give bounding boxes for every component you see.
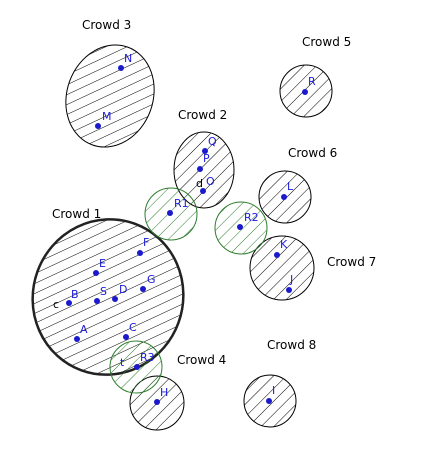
crowd-8-label: Crowd 8 [267, 338, 316, 352]
crowd-1-label: Crowd 1 [52, 207, 101, 221]
point-i-label: I [272, 384, 275, 397]
point-j [286, 287, 292, 293]
point-m [95, 123, 101, 129]
point-d-label-crowd1: D [119, 283, 127, 296]
point-c-lower-label: c [53, 298, 59, 311]
point-n-label: N [124, 52, 132, 65]
crowd-2-label: Crowd 2 [178, 108, 227, 122]
point-q-label: Q [208, 135, 217, 148]
point-r-label: R [308, 75, 316, 88]
point-k-label: K [280, 238, 288, 251]
point-g [140, 286, 146, 292]
point-b [66, 300, 72, 306]
point-t-label: t [120, 356, 125, 369]
crowd-6-label: Crowd 6 [288, 146, 337, 160]
point-r2 [237, 224, 243, 230]
point-s [94, 298, 100, 304]
point-f [137, 250, 143, 256]
point-h-label: H [160, 386, 168, 399]
point-a [74, 336, 80, 342]
point-p [197, 166, 203, 172]
point-n [118, 65, 124, 71]
point-r [302, 89, 308, 95]
point-k [274, 252, 280, 258]
point-r2-label: R2 [244, 211, 259, 224]
points-layer: N M R Q P O d R1 R2 L K J F E G D [53, 52, 316, 405]
point-i [266, 398, 272, 404]
point-l [281, 194, 287, 200]
point-l-label: L [287, 180, 294, 193]
point-s-label: S [100, 285, 107, 298]
point-b-label: B [71, 288, 79, 301]
crowd-4-label: Crowd 4 [177, 353, 226, 367]
point-e-label: E [99, 257, 106, 270]
point-r3 [134, 364, 140, 370]
crowd-1-circle [31, 218, 185, 376]
point-d-label: d [196, 177, 203, 190]
point-o [200, 188, 206, 194]
point-g-label: G [147, 273, 156, 286]
point-j-label: J [289, 273, 293, 286]
crowd-3-circle [65, 44, 155, 148]
crowd-5-label: Crowd 5 [302, 35, 351, 49]
point-r1-label: R1 [174, 197, 189, 210]
crowd-3-label: Crowd 3 [82, 18, 131, 32]
point-o-label: O [206, 175, 215, 188]
point-m-label: M [102, 110, 112, 123]
crowd-2-circle [173, 131, 235, 209]
point-r1 [167, 210, 173, 216]
point-p-label: P [203, 152, 210, 165]
point-c-label: C [129, 321, 137, 334]
point-h [154, 399, 160, 405]
point-r3-label: R3 [140, 351, 155, 364]
point-c [123, 334, 129, 340]
point-d [112, 296, 118, 302]
point-f-label: F [143, 236, 149, 249]
point-e [93, 270, 99, 276]
point-a-label: A [80, 323, 88, 336]
crowd-7-circle [249, 235, 315, 301]
point-q [202, 148, 208, 154]
crowd-7-label: Crowd 7 [327, 255, 376, 269]
